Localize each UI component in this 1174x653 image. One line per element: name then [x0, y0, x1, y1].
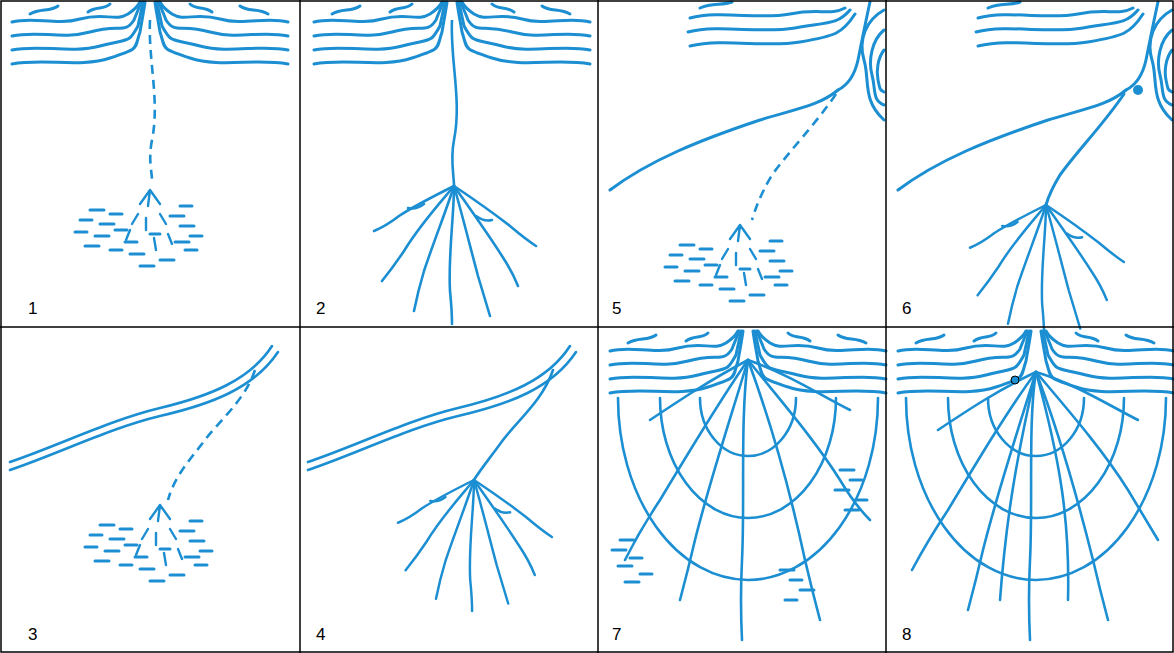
- panel-number: 5: [612, 300, 621, 317]
- panel-number: 1: [28, 300, 37, 317]
- panel-number: 3: [28, 626, 37, 643]
- panel-number: 6: [902, 300, 911, 317]
- panel-number: 2: [316, 300, 325, 317]
- panel-number: 8: [902, 626, 911, 643]
- panel-number: 7: [612, 626, 621, 643]
- panel-number: 4: [316, 626, 325, 643]
